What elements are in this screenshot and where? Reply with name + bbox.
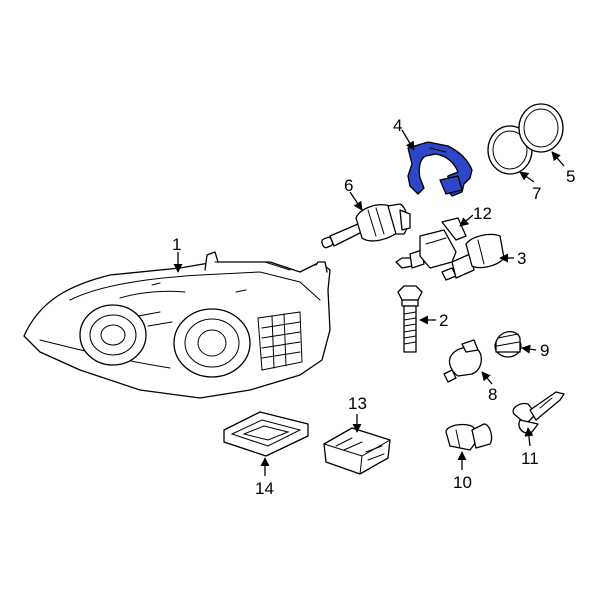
mounting-bolt[interactable]: [397, 285, 423, 353]
seal-ring-large[interactable]: [518, 103, 564, 153]
bulb-cap[interactable]: [494, 331, 522, 358]
callout-10: 10: [453, 473, 472, 492]
callout-5: 5: [566, 167, 575, 186]
callout-14: 14: [255, 479, 274, 498]
bulb-with-socket[interactable]: [395, 217, 467, 269]
bulb-retaining-bracket[interactable]: [407, 141, 473, 197]
callout-13: 13: [348, 394, 367, 413]
wedge-bulb[interactable]: [445, 423, 493, 451]
callout-12: 12: [473, 204, 492, 223]
control-unit[interactable]: [323, 427, 391, 475]
ballast-module[interactable]: [223, 411, 309, 457]
headlamp-assembly[interactable]: [23, 251, 331, 399]
callout-3: 3: [517, 249, 526, 268]
small-bulb[interactable]: [443, 339, 483, 383]
callout-6-label-7: 7: [532, 184, 541, 203]
leader-lines: [173, 129, 565, 476]
callout-1: 1: [172, 235, 181, 254]
callout-2: 2: [439, 311, 448, 330]
callout-11: 11: [521, 449, 539, 468]
callout-9: 9: [540, 341, 549, 360]
callout-labels: 1 2 3 4 5 7 6 8 9 10 11 12 13 14: [172, 116, 575, 498]
hid-bulb[interactable]: [321, 203, 411, 249]
callout-8: 8: [488, 385, 497, 404]
callout-6: 6: [344, 176, 353, 195]
wedge-bulb-holder[interactable]: [512, 391, 565, 434]
callout-4: 4: [393, 116, 402, 135]
